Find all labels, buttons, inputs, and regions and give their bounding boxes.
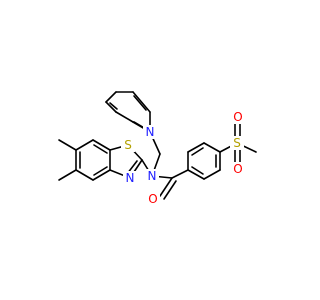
bond <box>105 91 117 103</box>
atom-label: S <box>233 136 241 150</box>
bond <box>133 95 147 111</box>
bond <box>132 91 151 113</box>
bond <box>93 144 108 154</box>
atom-labels: S N N N O S O O <box>121 110 245 206</box>
bond <box>92 139 111 151</box>
atom-s-thiazole: S <box>121 138 135 152</box>
molecule-structure: S N N N O S O O <box>58 91 257 206</box>
bond <box>203 169 221 180</box>
bond <box>203 142 221 153</box>
atom-o-sulfonyl-bottom: O <box>231 162 245 176</box>
atom-label: N <box>146 125 155 139</box>
atom-n-thiazole: N <box>123 171 137 185</box>
atom-label: S <box>124 138 132 152</box>
bond <box>109 102 118 110</box>
bond <box>191 166 204 175</box>
bond <box>93 166 108 176</box>
atom-label: N <box>126 171 135 185</box>
bond <box>105 101 117 113</box>
bond <box>92 169 111 181</box>
bond <box>75 139 94 151</box>
atom-label: N <box>148 169 157 183</box>
molecule-canvas: S N N N O S O O <box>58 91 257 206</box>
atom-o-carbonyl: O <box>146 192 160 206</box>
bond <box>163 180 177 200</box>
bond <box>58 169 77 181</box>
atom-n-amide: N <box>145 169 159 183</box>
bond <box>159 177 173 197</box>
bond <box>187 142 205 153</box>
atom-s-sulfonyl: S <box>230 136 244 150</box>
atom-o-sulfonyl-top: O <box>231 110 245 124</box>
bond <box>75 169 94 181</box>
bond <box>58 139 77 151</box>
atom-label: O <box>233 110 242 124</box>
bond <box>115 111 134 123</box>
atom-label: O <box>148 192 157 206</box>
atom-label: O <box>233 162 242 176</box>
atom-n-pyridine: N <box>143 125 157 139</box>
bond <box>187 169 205 180</box>
bond <box>171 169 189 179</box>
bond <box>191 147 204 156</box>
